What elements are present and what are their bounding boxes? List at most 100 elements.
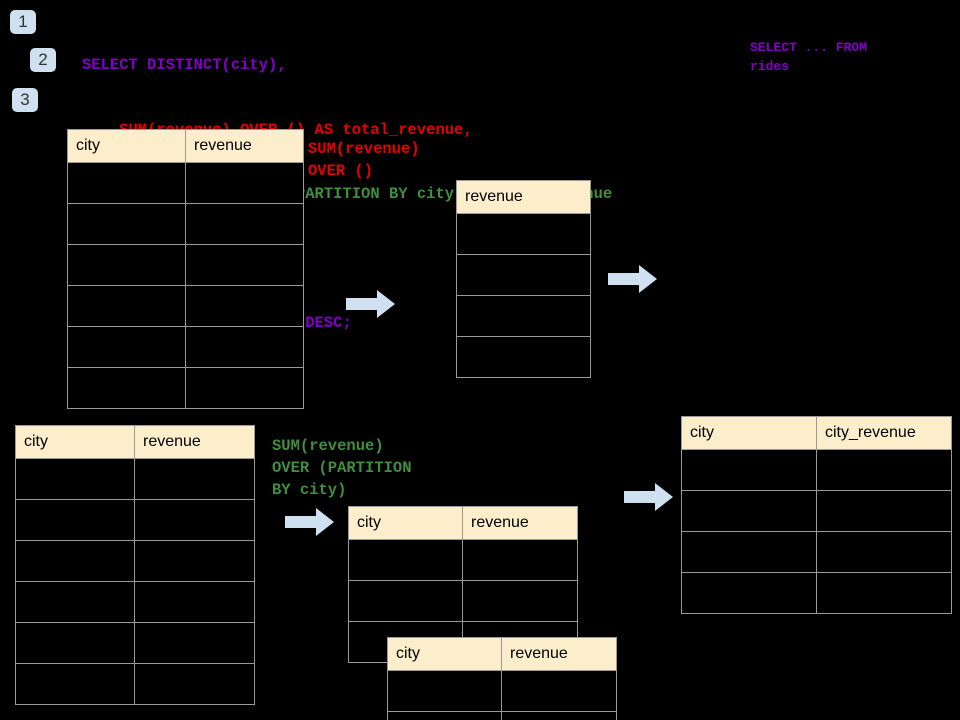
table-cell bbox=[681, 531, 817, 573]
table-row bbox=[387, 670, 617, 712]
table-row bbox=[67, 326, 304, 368]
table-body bbox=[387, 670, 617, 720]
table-cell bbox=[67, 162, 186, 204]
table-row bbox=[15, 622, 255, 664]
table-rides-bottom: city revenue bbox=[15, 425, 255, 705]
table-row bbox=[67, 285, 304, 327]
table-row bbox=[15, 663, 255, 705]
table-partition-b: city revenue bbox=[387, 637, 617, 720]
table-cell bbox=[67, 285, 186, 327]
table-cell bbox=[456, 336, 591, 378]
table-cell bbox=[348, 539, 463, 581]
table-row bbox=[15, 499, 255, 541]
table-header-row: city revenue bbox=[387, 637, 617, 671]
table-row bbox=[67, 203, 304, 245]
table-cell bbox=[387, 711, 502, 720]
table-cell bbox=[681, 572, 817, 614]
table-cell bbox=[456, 213, 591, 255]
sql-line-select: SELECT DISTINCT(city), bbox=[82, 56, 287, 74]
table-cell bbox=[185, 244, 304, 286]
table-cell bbox=[462, 580, 578, 622]
column-header-revenue: revenue bbox=[456, 180, 591, 214]
table-cell bbox=[501, 711, 617, 720]
flow-arrow-2 bbox=[608, 264, 658, 294]
table-row bbox=[15, 581, 255, 623]
table-body bbox=[456, 213, 591, 378]
table-header-row: revenue bbox=[456, 180, 591, 214]
sql-side-note: SELECT ... FROM rides bbox=[750, 40, 868, 74]
table-row bbox=[67, 244, 304, 286]
flow-arrow-1 bbox=[346, 289, 396, 319]
table-row bbox=[387, 711, 617, 720]
table-row bbox=[681, 572, 952, 614]
column-header-city: city bbox=[681, 416, 817, 450]
table-row bbox=[456, 254, 591, 296]
flow-arrow-3 bbox=[285, 507, 335, 537]
column-header-city: city bbox=[15, 425, 135, 459]
table-cell bbox=[134, 458, 255, 500]
annotation-over-empty: SUM(revenue) OVER () bbox=[308, 140, 420, 180]
table-row bbox=[681, 449, 952, 491]
column-header-city: city bbox=[387, 637, 502, 671]
table-cell bbox=[134, 622, 255, 664]
table-cell bbox=[185, 162, 304, 204]
step-badge-3: 3 bbox=[12, 88, 38, 112]
table-cell bbox=[816, 572, 952, 614]
table-cell bbox=[185, 285, 304, 327]
step-badge-2: 2 bbox=[30, 48, 56, 72]
table-cell bbox=[134, 581, 255, 623]
column-header-city: city bbox=[67, 129, 186, 163]
table-cell bbox=[185, 203, 304, 245]
table-header-row: city revenue bbox=[67, 129, 304, 163]
table-body bbox=[15, 458, 255, 705]
table-cell bbox=[67, 244, 186, 286]
table-row bbox=[456, 295, 591, 337]
annotation-over-partition: SUM(revenue) OVER (PARTITION BY city) bbox=[272, 437, 412, 499]
table-cell bbox=[15, 499, 135, 541]
table-header-row: city revenue bbox=[348, 506, 578, 540]
table-cell bbox=[816, 531, 952, 573]
table-cell bbox=[67, 203, 186, 245]
table-rides-top: city revenue bbox=[67, 129, 304, 409]
table-cell bbox=[681, 490, 817, 532]
table-row bbox=[15, 458, 255, 500]
column-header-city-revenue: city_revenue bbox=[816, 416, 952, 450]
table-row bbox=[67, 367, 304, 409]
column-header-revenue: revenue bbox=[501, 637, 617, 671]
table-row bbox=[15, 540, 255, 582]
table-cell bbox=[15, 540, 135, 582]
table-row bbox=[456, 213, 591, 255]
table-row bbox=[681, 490, 952, 532]
table-result: city city_revenue bbox=[681, 416, 952, 614]
table-cell bbox=[67, 326, 186, 368]
table-cell bbox=[15, 622, 135, 664]
table-cell bbox=[681, 449, 817, 491]
table-cell bbox=[387, 670, 502, 712]
table-cell bbox=[348, 580, 463, 622]
table-header-row: city revenue bbox=[15, 425, 255, 459]
table-cell bbox=[456, 254, 591, 296]
table-body bbox=[67, 162, 304, 409]
table-cell bbox=[456, 295, 591, 337]
table-body bbox=[681, 449, 952, 614]
table-row bbox=[456, 336, 591, 378]
table-cell bbox=[67, 367, 186, 409]
table-row bbox=[681, 531, 952, 573]
table-cell bbox=[501, 670, 617, 712]
table-total-revenue: revenue bbox=[456, 180, 591, 378]
column-header-revenue: revenue bbox=[134, 425, 255, 459]
table-row bbox=[67, 162, 304, 204]
table-cell bbox=[15, 581, 135, 623]
table-cell bbox=[816, 449, 952, 491]
table-cell bbox=[462, 539, 578, 581]
table-cell bbox=[185, 367, 304, 409]
column-header-revenue: revenue bbox=[462, 506, 578, 540]
step-badge-1: 1 bbox=[10, 10, 36, 34]
table-cell bbox=[134, 663, 255, 705]
table-cell bbox=[185, 326, 304, 368]
column-header-revenue: revenue bbox=[185, 129, 304, 163]
table-header-row: city city_revenue bbox=[681, 416, 952, 450]
table-row bbox=[348, 580, 578, 622]
table-cell bbox=[15, 458, 135, 500]
